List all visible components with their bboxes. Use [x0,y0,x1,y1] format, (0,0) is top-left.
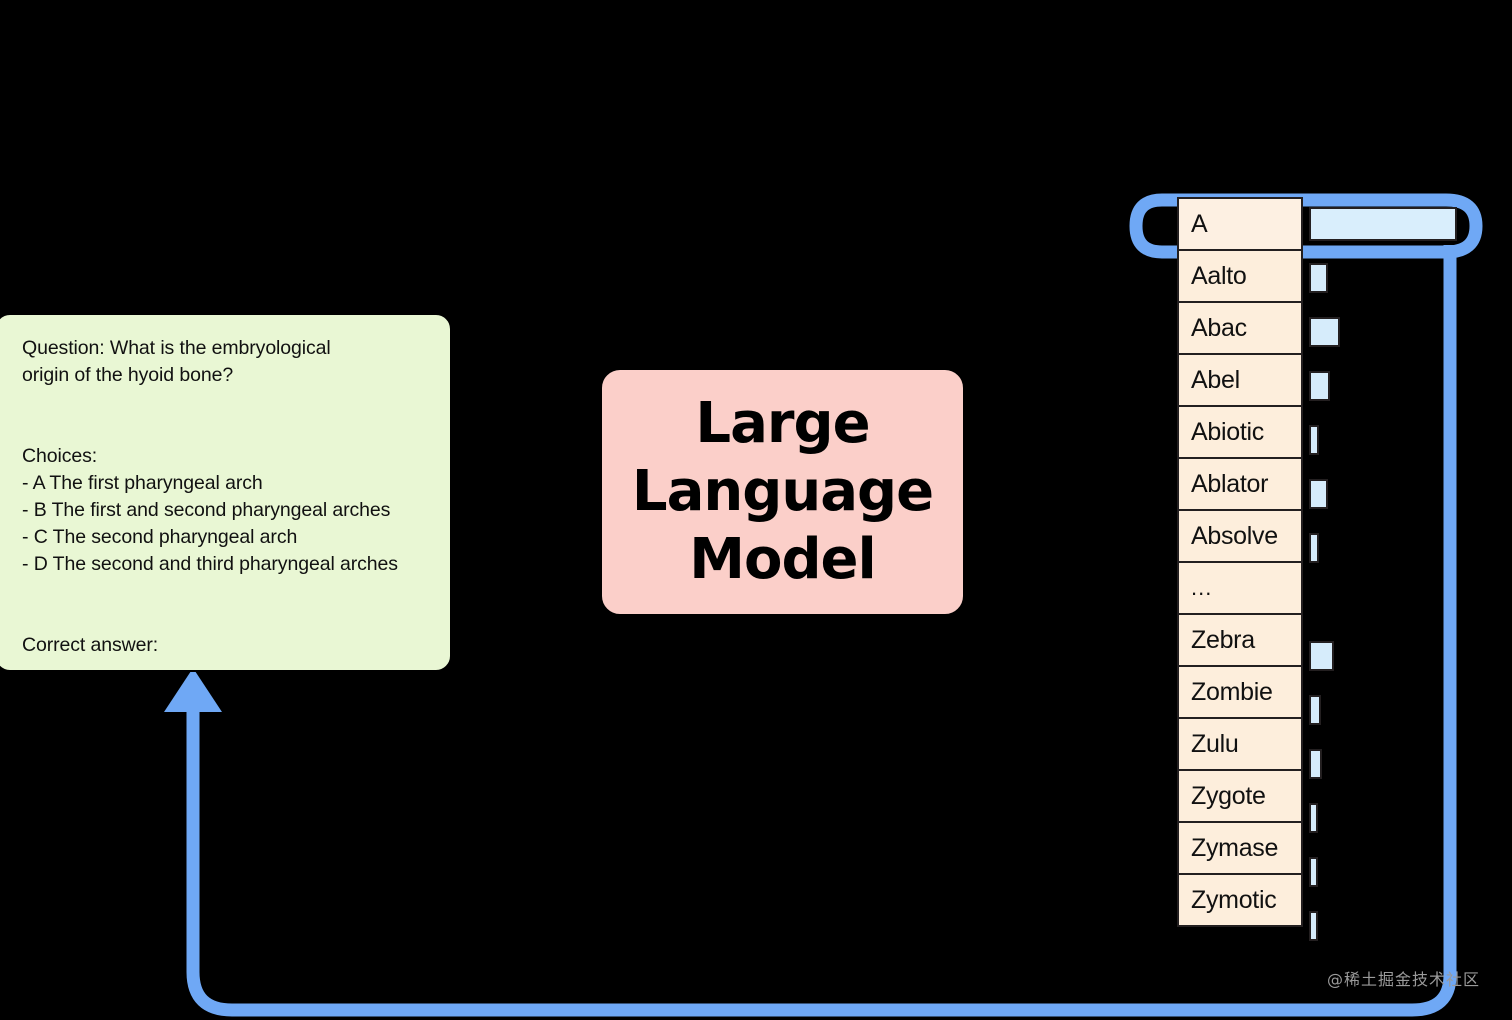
vocab-row[interactable]: ... [1179,561,1301,613]
probability-bar-slot [1309,737,1457,791]
probability-bar [1309,749,1322,779]
probability-bar-slot [1309,521,1457,575]
vocab-token-label: Absolve [1191,521,1278,550]
vocab-row[interactable]: Zombie [1179,665,1301,717]
vocab-token-label: Abac [1191,313,1247,342]
vocab-row[interactable]: A [1179,197,1301,249]
probability-bar-slot [1309,791,1457,845]
vocab-row[interactable]: Ablator [1179,457,1301,509]
llm-label: Large Language Model [631,391,934,592]
probability-bar [1309,263,1328,293]
probability-bar-slot [1309,305,1457,359]
probability-bar-slot [1309,197,1457,251]
vocab-token-label: Aalto [1191,261,1247,290]
probability-bar-slot [1309,359,1457,413]
vocab-row[interactable]: Abel [1179,353,1301,405]
probability-bar [1309,803,1318,833]
vocab-token-label: Zygote [1191,781,1266,810]
prompt-card: Question: What is the embryological orig… [0,313,452,672]
probability-bar [1309,911,1318,941]
probability-bar [1309,857,1318,887]
vocab-row[interactable]: Aalto [1179,249,1301,301]
probability-bar [1309,533,1319,563]
vocab-row[interactable]: Absolve [1179,509,1301,561]
vocab-token-label: Abel [1191,365,1240,394]
probability-bar-slot [1309,467,1457,521]
large-language-model-box: Large Language Model [600,368,965,616]
vocab-row[interactable]: Zymase [1179,821,1301,873]
vocab-token-label: Zymotic [1191,885,1277,914]
probability-bar-slot [1309,845,1457,899]
vocab-token-label: ... [1191,575,1213,600]
vocab-row[interactable]: Zygote [1179,769,1301,821]
prompt-text: Question: What is the embryological orig… [22,337,398,656]
probability-bar-slot [1309,575,1457,629]
probability-bar [1309,641,1334,671]
probability-bar-slot [1309,413,1457,467]
vocab-token-label: A [1191,209,1208,238]
vocab-token-label: Abiotic [1191,417,1264,446]
watermark: @稀土掘金技术社区 [1327,970,1481,989]
probability-bar-slot [1309,683,1457,737]
token-probability-bars [1309,197,1457,953]
vocab-row[interactable]: Abiotic [1179,405,1301,457]
probability-bar-slot [1309,251,1457,305]
probability-bar [1309,371,1330,401]
vocab-token-label: Zulu [1191,729,1239,758]
probability-bar [1309,695,1321,725]
vocab-row[interactable]: Zebra [1179,613,1301,665]
vocab-row[interactable]: Zulu [1179,717,1301,769]
vocab-token-label: Zebra [1191,625,1255,654]
probability-bar [1309,425,1319,455]
probability-bar-slot [1309,899,1457,953]
vocab-row[interactable]: Zymotic [1179,873,1301,925]
vocab-token-label: Zombie [1191,677,1273,706]
probability-bar [1309,479,1328,509]
probability-bar [1309,207,1457,241]
probability-bar-slot [1309,629,1457,683]
vocab-row[interactable]: Abac [1179,301,1301,353]
vocab-token-label: Ablator [1191,469,1269,498]
vocab-token-label: Zymase [1191,833,1279,862]
probability-bar [1309,317,1340,347]
